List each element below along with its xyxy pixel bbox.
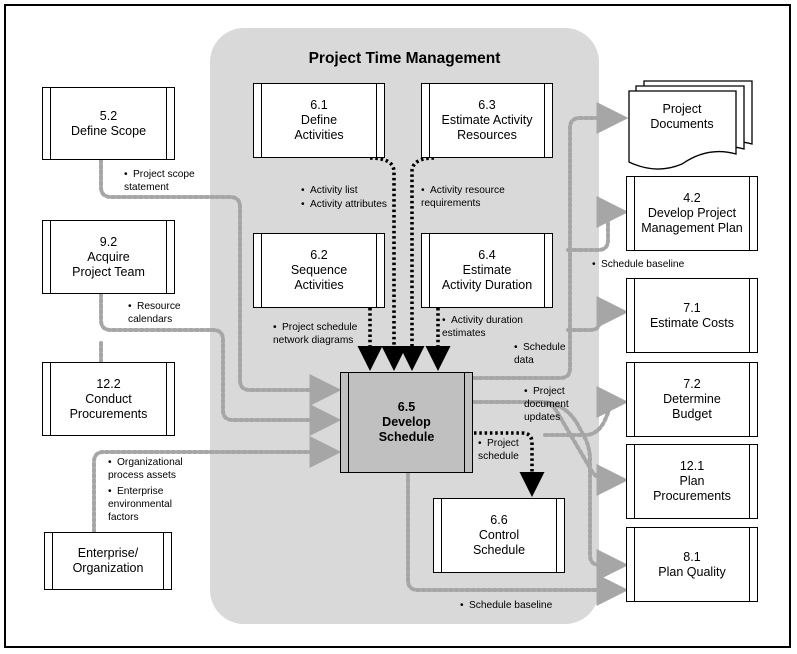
label-schedule-data: •Schedule data [514, 342, 566, 366]
label-resource-calendars: •Resource calendars [128, 301, 181, 325]
process-number: 6.4 [478, 248, 496, 262]
process-label: Plan Procurements [653, 474, 731, 503]
process-number: 7.1 [683, 300, 701, 315]
process-sequence-activities: 6.2 Sequence Activities [253, 233, 385, 308]
process-label: Acquire Project Team [72, 249, 145, 279]
flow-enterprise-to-develop-schedule [92, 436, 342, 534]
process-define-activities: 6.1 Define Activities [253, 83, 385, 158]
process-number: 6.3 [478, 98, 496, 112]
process-label: Define Scope [70, 123, 147, 138]
process-number: 7.2 [683, 377, 701, 391]
flow-define-scope-to-develop-schedule [99, 158, 342, 406]
process-estimate-costs: 7.1 Estimate Costs [626, 278, 758, 353]
process-label: Define Activities [294, 113, 344, 142]
flow-acquire-team-to-develop-schedule [99, 292, 342, 436]
label-project-scope-statement: •Project scope statement [124, 169, 195, 193]
label-enterprise-environmental-factors: •Enterprise environmental factors [108, 486, 172, 523]
process-number: 6.1 [310, 98, 328, 112]
process-number: 4.2 [683, 191, 701, 205]
process-acquire-project-team: 9.2 Acquire Project Team [42, 220, 175, 294]
process-label: Control Schedule [472, 528, 526, 557]
label-schedule-baseline-top: •Schedule baseline [592, 259, 685, 270]
process-number: 6.2 [310, 248, 328, 262]
process-determine-budget: 7.2 Determine Budget [626, 362, 758, 437]
flow-schedule-baseline-to-plan-quality [406, 472, 629, 606]
label-activity-list: •Activity list [301, 185, 358, 196]
project-documents-label: Project Documents [650, 102, 714, 131]
label-activity-resource-requirements: •Activity resource requirements [421, 185, 505, 209]
process-number: 6.5 [397, 400, 416, 414]
process-number: 9.2 [99, 234, 118, 249]
flow-to-plan-quality [538, 400, 629, 581]
label-activity-duration-estimates: •Activity duration estimates [442, 315, 523, 339]
project-documents-shape [628, 80, 754, 170]
process-develop-project-management-plan: 4.2 Develop Project Management Plan [626, 176, 758, 251]
process-label: Develop Schedule [378, 415, 435, 444]
process-estimate-activity-resources: 6.3 Estimate Activity Resources [421, 83, 553, 158]
process-plan-quality: 8.1 Plan Quality [626, 527, 758, 602]
process-number: 8.1 [683, 549, 701, 564]
flow-develop-to-control-schedule [474, 431, 545, 498]
outer-frame [4, 4, 791, 648]
process-number: 6.6 [490, 513, 508, 527]
process-label: Plan Quality [658, 564, 726, 579]
process-conduct-procurements: 12.2 Conduct Procurements [42, 362, 175, 436]
process-label: Enterprise/ Organization [72, 546, 144, 575]
label-activity-attributes: •Activity attributes [301, 199, 387, 210]
process-number: 12.1 [679, 459, 705, 473]
process-label: Estimate Activity Duration [441, 263, 533, 292]
label-project-schedule-network-diagrams: •Project schedule network diagrams [273, 322, 358, 346]
process-define-scope: 5.2 Define Scope [42, 87, 175, 160]
process-control-schedule: 6.6 Control Schedule [433, 498, 565, 573]
process-label: Conduct Procurements [69, 391, 148, 421]
process-estimate-activity-duration: 6.4 Estimate Activity Duration [421, 233, 553, 308]
process-label: Estimate Activity Resources [441, 113, 533, 142]
flow-schedule-baseline-to-pm-plan [566, 196, 629, 252]
process-label: Estimate Costs [649, 315, 735, 330]
process-number: 12.2 [96, 376, 121, 391]
process-label: Develop Project Management Plan [641, 206, 743, 235]
label-schedule-baseline-bottom: •Schedule baseline [460, 600, 553, 611]
flow-to-estimate-costs [566, 296, 629, 332]
label-project-document-updates: •Project document updates [524, 386, 569, 423]
label-project-schedule: •Project schedule [478, 438, 519, 462]
panel-title: Project Time Management [308, 50, 501, 67]
process-label: Determine Budget [663, 392, 721, 421]
flow-to-determine-budget [543, 386, 629, 437]
process-number: 5.2 [99, 108, 118, 123]
enterprise-organization: Enterprise/ Organization [44, 532, 172, 590]
process-develop-schedule: 6.5 Develop Schedule [340, 372, 473, 473]
process-plan-procurements: 12.1 Plan Procurements [626, 444, 758, 519]
process-label: Sequence Activities [290, 263, 348, 292]
label-organizational-process-assets: •Organizational process assets [108, 457, 183, 481]
